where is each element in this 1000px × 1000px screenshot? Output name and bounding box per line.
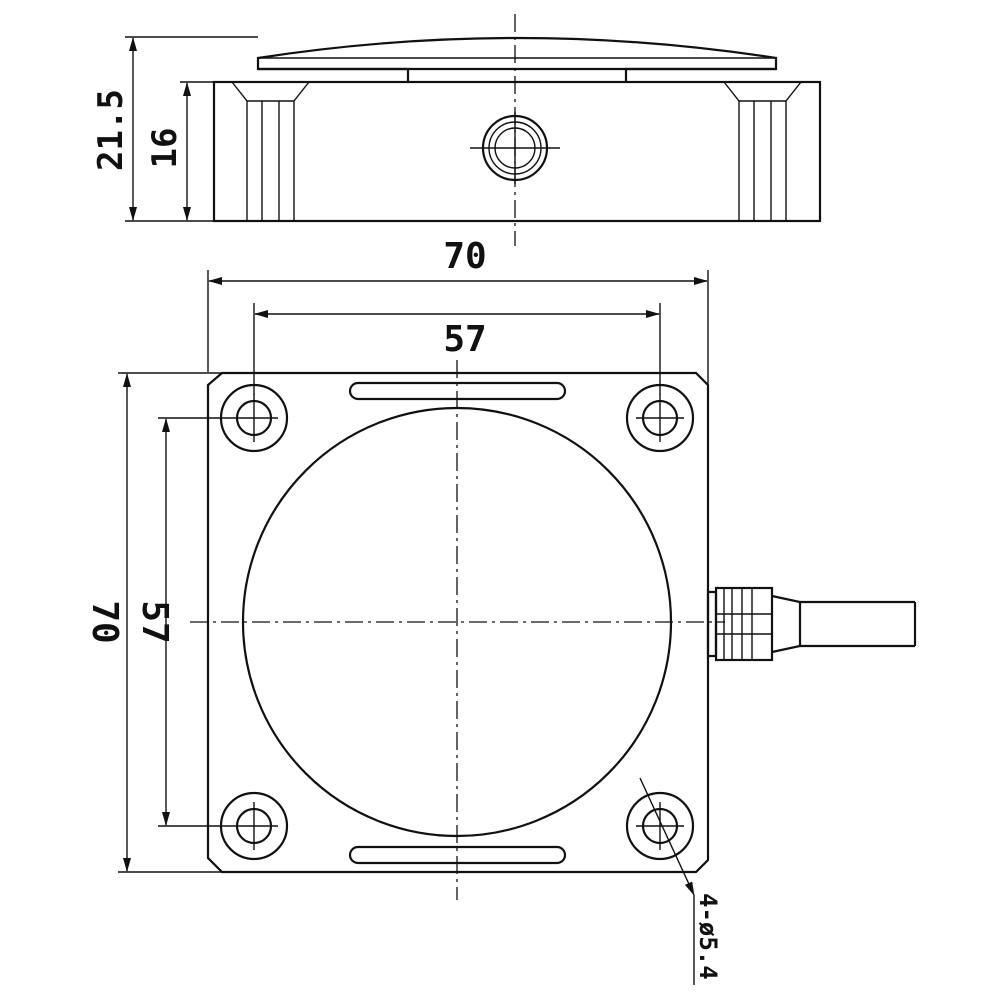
- mounting-hole-bottom-right: [625, 791, 695, 861]
- top-view-housing: [206, 371, 710, 874]
- dim-overall-width-label: 70: [443, 236, 486, 277]
- cable: [800, 600, 917, 648]
- dim-total-height: 21.5: [91, 36, 258, 222]
- side-view-dome: [256, 36, 778, 71]
- dim-hole-spacing-vertical-label: 57: [134, 600, 175, 643]
- dim-overall-height: 70: [84, 372, 222, 873]
- dim-hole-spacing-vertical: 57: [134, 417, 230, 827]
- side-view-countersink-left: [231, 81, 310, 221]
- dim-overall-width: 70: [207, 236, 709, 384]
- side-view-countersink-right: [723, 81, 802, 221]
- dim-overall-height-label: 70: [84, 600, 125, 643]
- dim-total-height-label: 21.5: [91, 89, 131, 171]
- dim-hole-spacing-horizontal-label: 57: [443, 319, 486, 360]
- dim-body-height-label: 16: [145, 128, 185, 169]
- dim-mounting-holes-label: 4-ø5.4: [694, 893, 722, 980]
- cable-gland: [706, 586, 802, 662]
- side-view: 21.5 16: [91, 14, 822, 246]
- side-view-shoulder-left: [258, 67, 410, 82]
- side-view-shoulder-right: [624, 67, 776, 82]
- top-view: 70 57 70 57 4-ø5.4: [84, 236, 917, 985]
- dim-body-height: 16: [145, 81, 214, 221]
- side-view-body: [212, 80, 822, 223]
- dim-hole-spacing-horizontal: 57: [253, 303, 661, 395]
- dim-mounting-holes: 4-ø5.4: [639, 777, 722, 985]
- mounting-hole-bottom-left: [219, 791, 289, 861]
